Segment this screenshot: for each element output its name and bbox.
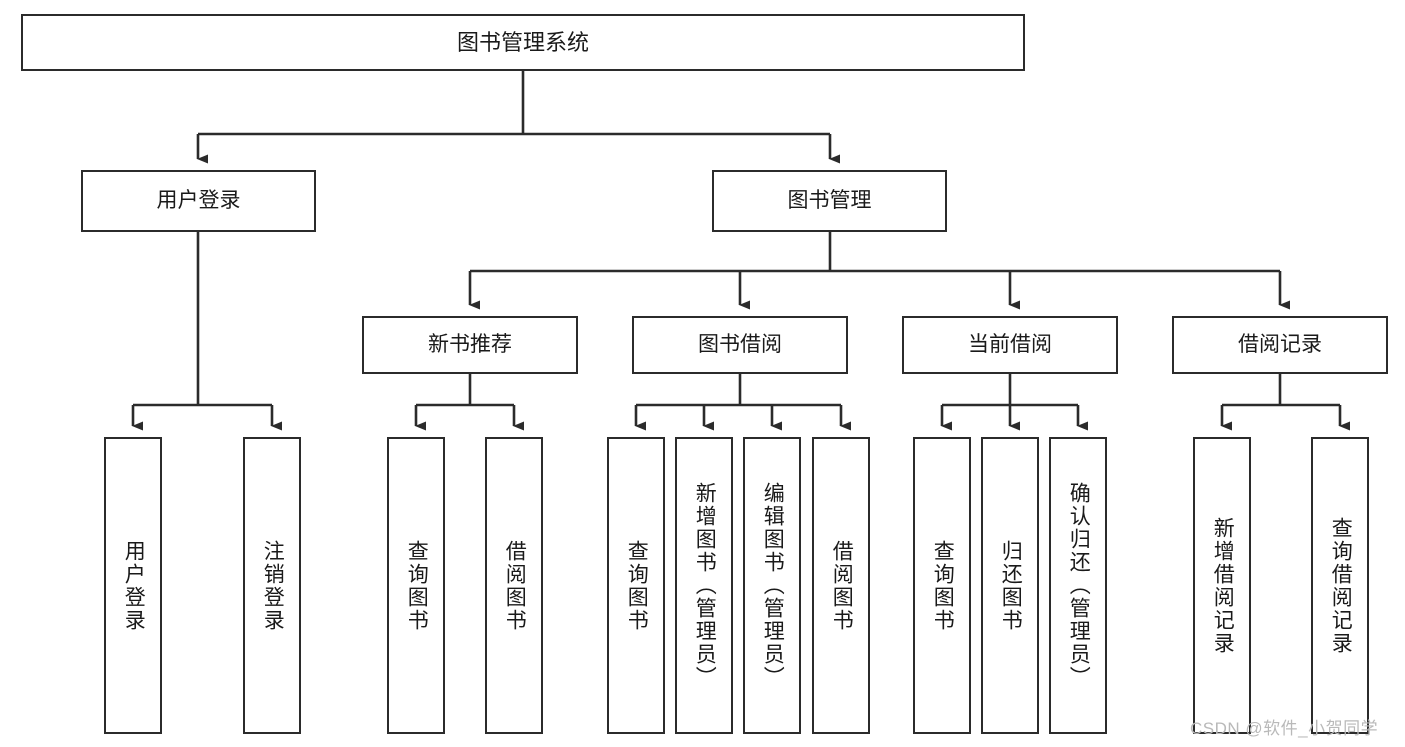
node-user-login[interactable]: 用户登录 [81, 170, 316, 232]
leaf-query-book-borrow[interactable]: 查询图书 [607, 437, 665, 734]
node-label: 用户登录 [156, 188, 241, 212]
leaf-add-borrow-record[interactable]: 新增借阅记录 [1193, 437, 1251, 734]
leaf-logout[interactable]: 注销登录 [243, 437, 301, 734]
leaf-confirm-return[interactable]: 确认归还（管理员） [1049, 437, 1107, 734]
node-current-borrow[interactable]: 当前借阅 [902, 316, 1118, 374]
node-label: 当前借阅 [968, 332, 1052, 356]
node-label: 查询图书 [625, 539, 649, 632]
node-label: 借阅图书 [830, 539, 854, 632]
node-label: 确认归还（管理员） [1067, 482, 1091, 689]
leaf-return-book[interactable]: 归还图书 [981, 437, 1039, 734]
node-label: 编辑图书（管理员） [761, 482, 785, 689]
leaf-query-book-current[interactable]: 查询图书 [913, 437, 971, 734]
leaf-query-borrow-record[interactable]: 查询借阅记录 [1311, 437, 1369, 734]
node-label: 图书借阅 [698, 332, 782, 356]
node-label: 查询图书 [931, 539, 955, 632]
node-label: 借阅图书 [503, 539, 527, 632]
node-label: 借阅记录 [1238, 332, 1322, 356]
node-root-book-management-system[interactable]: 图书管理系统 [21, 14, 1025, 71]
leaf-user-login[interactable]: 用户登录 [104, 437, 162, 734]
node-label: 图书管理 [787, 188, 872, 212]
leaf-borrow-book[interactable]: 借阅图书 [812, 437, 870, 734]
node-borrow-record[interactable]: 借阅记录 [1172, 316, 1388, 374]
node-label: 归还图书 [999, 539, 1023, 632]
leaf-edit-book[interactable]: 编辑图书（管理员） [743, 437, 801, 734]
leaf-query-book-recommend[interactable]: 查询图书 [387, 437, 445, 734]
node-label: 用户登录 [122, 539, 146, 632]
node-label: 新书推荐 [428, 332, 512, 356]
node-label: 注销登录 [261, 539, 285, 632]
node-label: 新增借阅记录 [1211, 516, 1235, 655]
node-book-borrow[interactable]: 图书借阅 [632, 316, 848, 374]
node-new-book-recommend[interactable]: 新书推荐 [362, 316, 578, 374]
node-label: 查询借阅记录 [1329, 516, 1353, 655]
node-label: 查询图书 [405, 539, 429, 632]
node-label: 图书管理系统 [456, 29, 589, 55]
leaf-add-book[interactable]: 新增图书（管理员） [675, 437, 733, 734]
node-label: 新增图书（管理员） [693, 482, 717, 689]
leaf-borrow-book-recommend[interactable]: 借阅图书 [485, 437, 543, 734]
node-book-manage[interactable]: 图书管理 [712, 170, 947, 232]
